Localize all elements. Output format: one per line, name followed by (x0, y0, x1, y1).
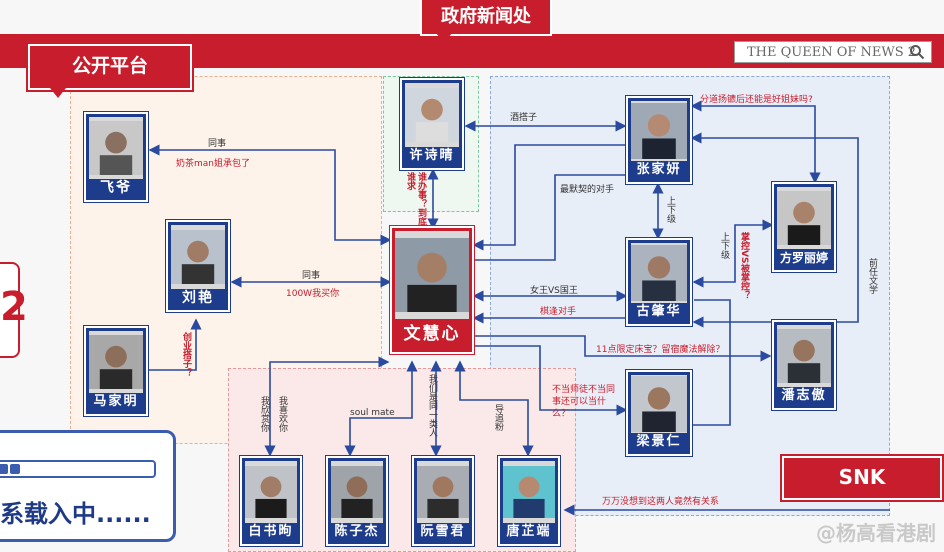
side-note-card (0, 262, 20, 358)
character-name: 古肇华 (636, 304, 682, 319)
card-chen-zijie[interactable]: 陈子杰 (326, 456, 388, 546)
label-zhang-fang: 分道扬镳后还能是好姐妹吗? (700, 95, 813, 105)
avatar (777, 325, 831, 387)
card-pan-zhiao[interactable]: 潘志傲 (772, 320, 836, 410)
label-feiye-colleague: 同事 (208, 139, 227, 149)
loading-progress-bar (0, 460, 156, 478)
character-name: 方罗丽婷 (779, 251, 828, 265)
label-drinking-buddy: 酒搭子 (510, 113, 538, 123)
avatar (417, 461, 469, 523)
snk-tab[interactable]: SNK (782, 456, 942, 500)
avatar (503, 461, 555, 523)
loading-progress-fill (10, 464, 20, 474)
label-fang-gu-rank: 上下级 (719, 232, 729, 259)
label-feiye-note: 奶茶man姐承包了 (176, 159, 250, 169)
card-bai-shuxu[interactable]: 白书昫 (240, 456, 302, 546)
label-tang-mentor: 导追粉 (493, 404, 503, 431)
label-xushiqing-note: 谁办事？到底谁求 (405, 172, 426, 226)
public-platform-tab[interactable]: 公开平台 (28, 44, 192, 98)
card-liang-jingren[interactable]: 梁景仁 (626, 370, 692, 456)
character-name: 白书昫 (248, 524, 294, 539)
label-liang-note: 不当师徒不当同事还可以当什么？ (552, 385, 616, 419)
label-bai-note1: 我欣赏你 (259, 396, 269, 432)
card-tang-zhiduan[interactable]: 唐芷端 (498, 456, 560, 546)
character-name: 张家妍 (636, 162, 682, 177)
label-rival: 棋逢对手 (540, 307, 577, 317)
avatar (395, 231, 469, 319)
character-name: 飞爷 (100, 180, 132, 196)
label-bai-note2: 我喜欢你 (277, 396, 287, 432)
side-note-number: 2 (0, 284, 28, 330)
gov-news-tab[interactable]: 政府新闻处 (420, 0, 552, 43)
avatar (631, 243, 687, 303)
avatar (89, 117, 143, 179)
label-ruan-note: 我们是同一类人 (427, 374, 437, 437)
card-gu-zhaohua[interactable]: 古肇华 (626, 238, 692, 326)
label-former: 前任文学 (867, 258, 877, 294)
avatar (631, 375, 687, 433)
character-name: 许诗晴 (409, 148, 455, 163)
label-liuyan-note: 100W我买你 (286, 289, 340, 299)
avatar (777, 187, 831, 249)
card-wen-huixin[interactable]: 文慧心 (390, 226, 474, 354)
label-zhang-gu: 上下级 (665, 196, 675, 223)
card-liu-yan[interactable]: 刘艳 (166, 220, 230, 312)
card-zhang-jiayan[interactable]: 张家妍 (626, 96, 692, 184)
character-name: 刘艳 (182, 290, 214, 306)
card-ma-jiaming[interactable]: 马家明 (84, 326, 148, 416)
label-chen-note: soul mate (350, 408, 395, 418)
watermark: @杨高看港剧 (816, 521, 936, 545)
loading-card (0, 430, 176, 542)
loading-progress-fill (0, 464, 8, 474)
card-ruan-xuejun[interactable]: 阮雪君 (412, 456, 474, 546)
label-queen-king: 女王VS国王 (530, 286, 578, 296)
character-name: 唐芷端 (506, 524, 552, 539)
label-liuyan-colleague: 同事 (302, 271, 321, 281)
character-name: 陈子杰 (334, 524, 380, 539)
character-name: 梁景仁 (636, 434, 682, 449)
search-text: THE QUEEN OF NEWS 2 (747, 45, 917, 60)
card-fei-ye[interactable]: 飞爷 (84, 112, 148, 202)
avatar (171, 225, 225, 289)
character-name: 文慧心 (403, 324, 461, 344)
label-fang-gu-control: 掌控VS被掌控？ (739, 232, 749, 300)
avatar (331, 461, 383, 523)
label-tang-note: 万万没想到这两人竟然有关系 (602, 497, 720, 507)
card-xu-shiqing[interactable]: 许诗晴 (400, 78, 464, 170)
character-name: 潘志傲 (781, 388, 827, 403)
search-input[interactable]: THE QUEEN OF NEWS 2 (734, 41, 932, 63)
avatar (405, 83, 459, 147)
search-icon[interactable] (909, 44, 925, 60)
label-pan-note: 11点限定床宝？留宿魔法解除？ (596, 345, 725, 355)
loading-text: 系载入中...... (0, 500, 151, 528)
avatar (89, 331, 143, 393)
label-majiaming-note: 创业搭子？ (181, 332, 191, 377)
avatar (245, 461, 297, 523)
character-name: 马家明 (93, 394, 139, 409)
label-familiar-rival: 最默契的对手 (560, 185, 615, 195)
card-fang-luolijing[interactable]: 方罗丽婷 (772, 182, 836, 272)
avatar (631, 101, 687, 161)
character-name: 阮雪君 (420, 524, 466, 539)
